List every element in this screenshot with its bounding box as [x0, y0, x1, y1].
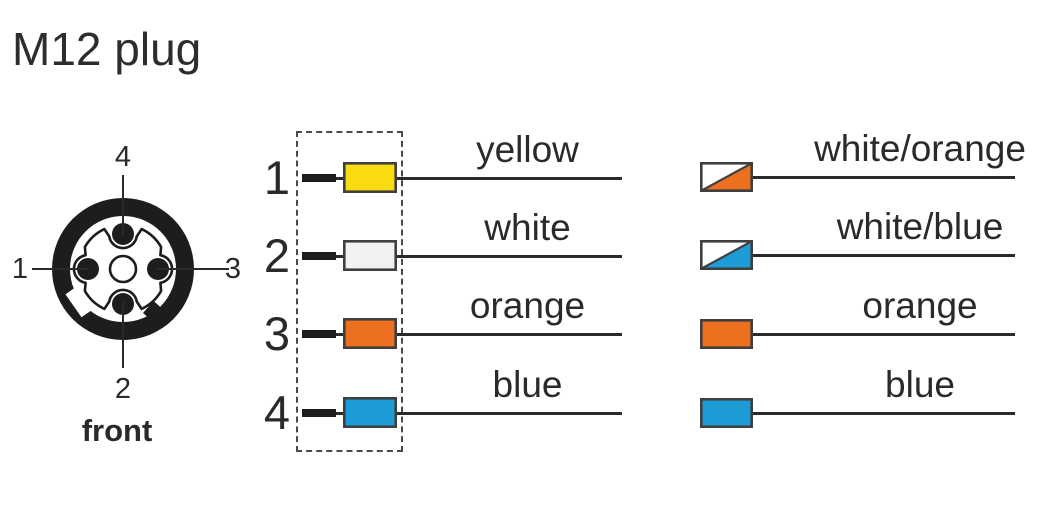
wire-line — [397, 177, 622, 180]
wire-stub — [302, 409, 336, 417]
front-view-label: front — [81, 413, 153, 448]
pin-3-number: 3 — [224, 253, 242, 285]
wire-row-pin-number: 2 — [263, 229, 290, 282]
cable-color-box-white-blue — [700, 240, 753, 270]
page-title: M12 plug — [12, 23, 202, 75]
cable-color-label: orange — [862, 285, 978, 326]
wire-color-box-white — [343, 240, 397, 271]
wire-color-box-yellow — [343, 162, 397, 193]
cable-wire-line — [753, 176, 1015, 179]
cable-color-label: white/blue — [836, 206, 1004, 247]
cable-wire-line — [753, 412, 1015, 415]
wire-link — [336, 255, 343, 258]
wire-color-label: yellow — [476, 129, 579, 170]
cable-color-box-orange — [700, 319, 753, 349]
cable-color-label: white/orange — [814, 128, 1026, 169]
pin-4-number: 4 — [114, 141, 132, 173]
wire-row-pin-number: 1 — [263, 151, 290, 204]
plug-boundary-dashed-box — [296, 131, 403, 452]
wire-row-pin-number: 3 — [263, 307, 290, 360]
connector-center-hole — [108, 254, 138, 284]
cable-wire-line — [753, 254, 1015, 257]
pin1-leader-line — [32, 268, 89, 270]
connector-insulator-outline — [72, 227, 174, 311]
wire-color-label: blue — [492, 364, 563, 405]
m12-connector-front-view-icon — [52, 198, 194, 340]
pin3-leader-line — [157, 268, 229, 270]
wire-line — [397, 333, 622, 336]
pin-2-number: 2 — [114, 373, 132, 405]
wire-line — [397, 412, 622, 415]
wire-color-label: white — [484, 207, 571, 248]
cable-color-box-blue — [700, 398, 753, 428]
wire-color-box-orange — [343, 318, 397, 349]
wire-row-pin-number: 4 — [263, 386, 290, 439]
wire-link — [336, 177, 343, 180]
wire-link — [336, 412, 343, 415]
wire-link — [336, 333, 343, 336]
pin4-leader-line — [122, 175, 124, 236]
cable-color-label: blue — [885, 364, 955, 405]
wire-stub — [302, 174, 336, 182]
wire-color-label: orange — [469, 285, 586, 326]
connector-keying-notch — [65, 286, 93, 318]
pin2-leader-line — [122, 302, 124, 368]
cable-color-box-white-orange — [700, 162, 753, 192]
connector-keying-tab — [143, 301, 161, 319]
wire-stub — [302, 252, 336, 260]
wire-stub — [302, 330, 336, 338]
wire-color-box-blue — [343, 397, 397, 428]
wire-line — [397, 255, 622, 258]
pin-1-number: 1 — [11, 253, 29, 285]
cable-wire-line — [753, 333, 1015, 336]
